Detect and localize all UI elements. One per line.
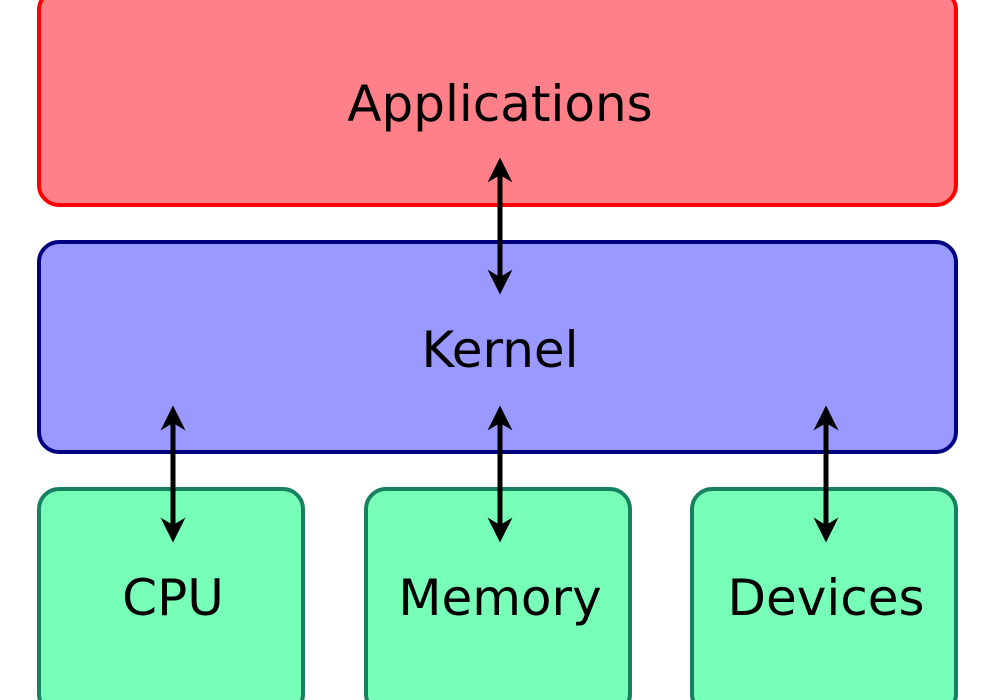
applications-label: Applications xyxy=(347,75,652,133)
devices-label: Devices xyxy=(727,569,924,627)
applications-box: Applications xyxy=(37,0,958,207)
memory-label: Memory xyxy=(398,569,601,627)
cpu-label: CPU xyxy=(122,569,224,627)
devices-box: Devices xyxy=(690,487,958,700)
kernel-label: Kernel xyxy=(421,321,578,379)
cpu-box: CPU xyxy=(37,487,305,700)
memory-box: Memory xyxy=(364,487,632,700)
